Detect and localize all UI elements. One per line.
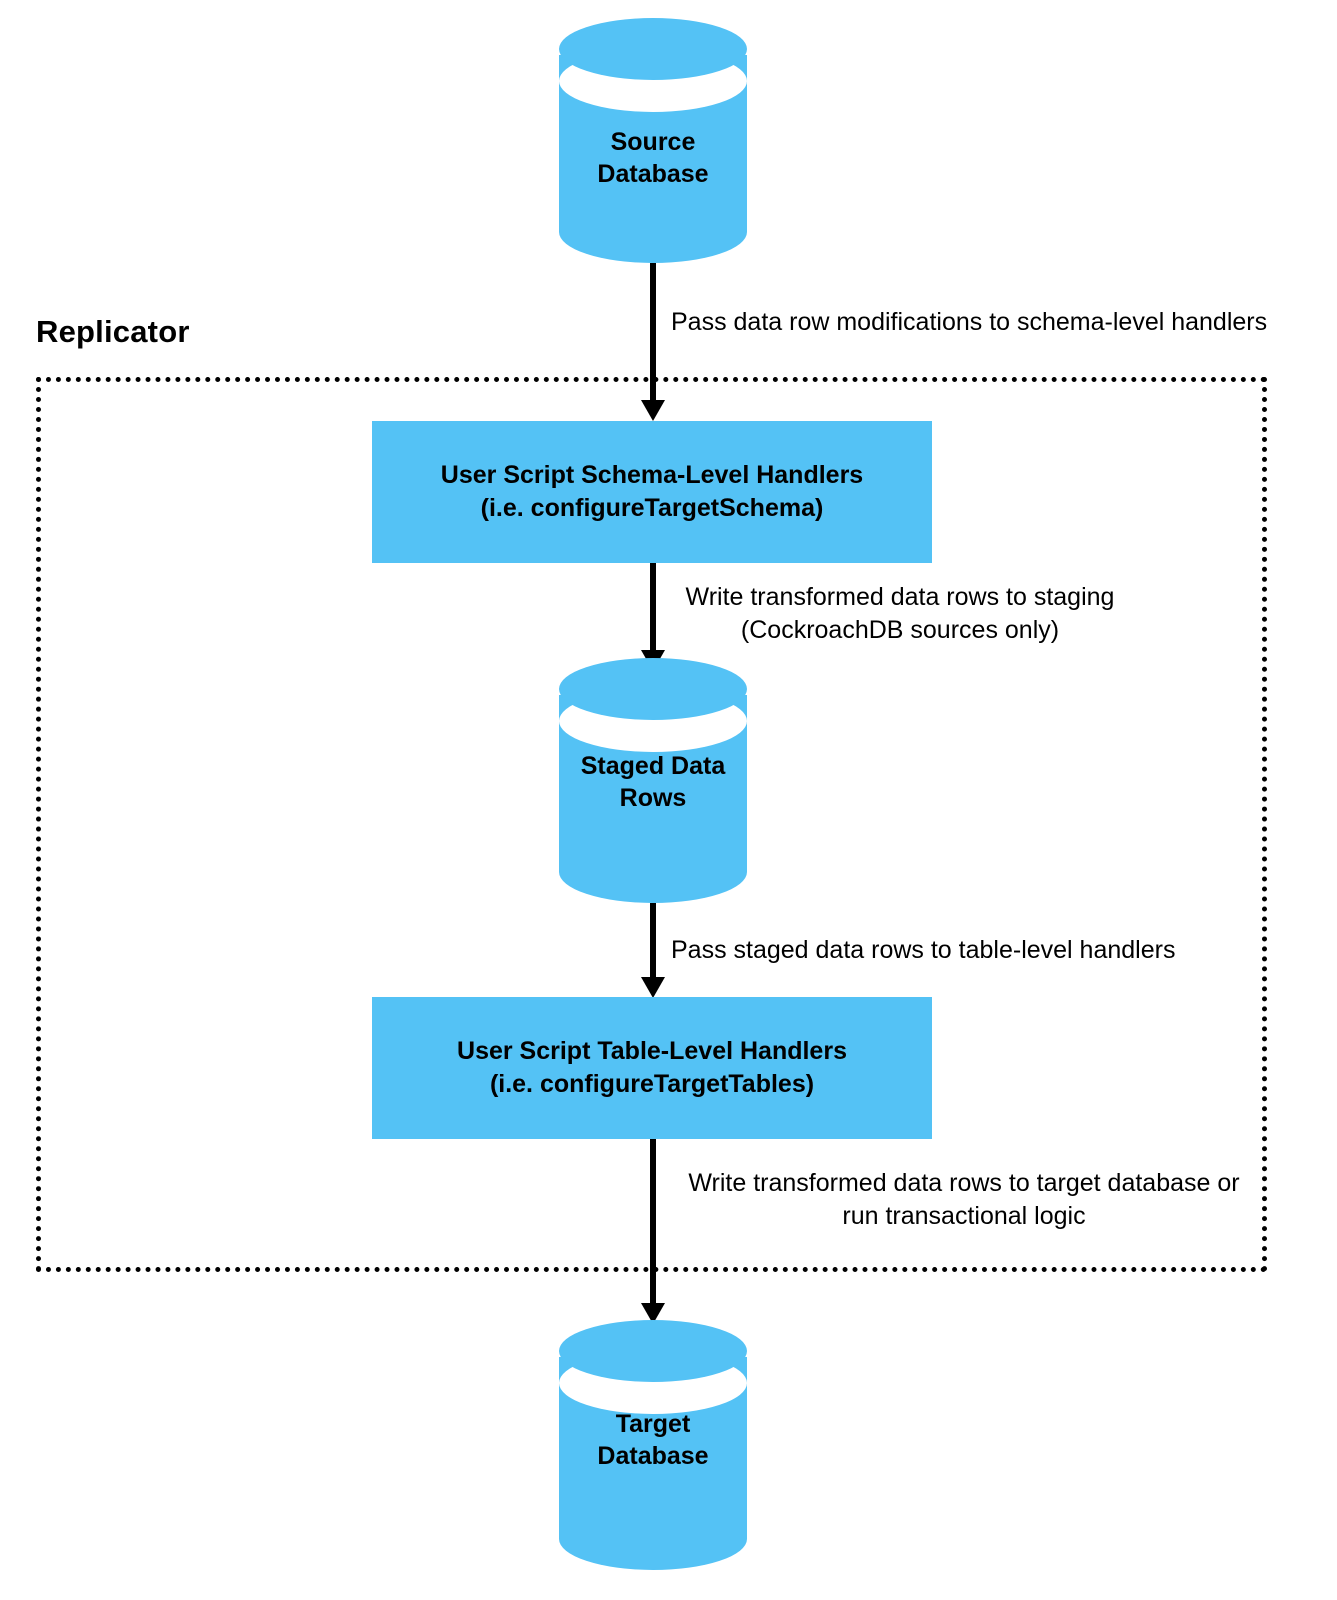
node-staged-data-rows: Staged Data Rows: [559, 658, 747, 903]
edge-label-staged-to-table: Pass staged data rows to table-level han…: [671, 936, 1176, 964]
node-source-database: Source Database: [559, 18, 747, 263]
arrow-head: [641, 1303, 665, 1324]
node-target-database-label: Target Database: [597, 1410, 709, 1470]
node-schema-handlers-label: User Script Schema-Level Handlers (i.e. …: [440, 461, 864, 522]
arrow-head: [641, 977, 665, 998]
arrow-head: [641, 400, 665, 421]
edge-label-schema-to-staged: Write transformed data rows to staging (…: [685, 583, 1115, 644]
node-source-database-label: Source Database: [597, 128, 709, 188]
arrow-schema-to-staged: [641, 563, 665, 671]
cylinder-top-ellipse: [559, 1320, 747, 1382]
cylinder-top-ellipse: [559, 658, 747, 720]
edge-label-source-to-schema: Pass data row modifications to schema-le…: [671, 308, 1268, 336]
arrow-shaft: [650, 1139, 656, 1306]
node-table-handlers: User Script Table-Level Handlers (i.e. c…: [372, 997, 932, 1139]
cylinder-top-ellipse: [559, 18, 747, 80]
arrow-shaft: [650, 263, 656, 403]
node-table-handlers-label: User Script Table-Level Handlers (i.e. c…: [457, 1037, 847, 1098]
node-staged-data-rows-label: Staged Data Rows: [580, 752, 726, 812]
arrow-source-to-schema: [641, 263, 665, 421]
node-schema-handlers: User Script Schema-Level Handlers (i.e. …: [372, 421, 932, 563]
arrow-staged-to-table: [641, 903, 665, 998]
replicator-group-label: Replicator: [36, 314, 190, 349]
edge-label-table-to-target: Write transformed data rows to target da…: [688, 1169, 1240, 1230]
arrow-shaft: [650, 903, 656, 980]
node-target-database: Target Database: [559, 1320, 747, 1570]
arrow-shaft: [650, 563, 656, 653]
arrow-table-to-target: [641, 1139, 665, 1324]
